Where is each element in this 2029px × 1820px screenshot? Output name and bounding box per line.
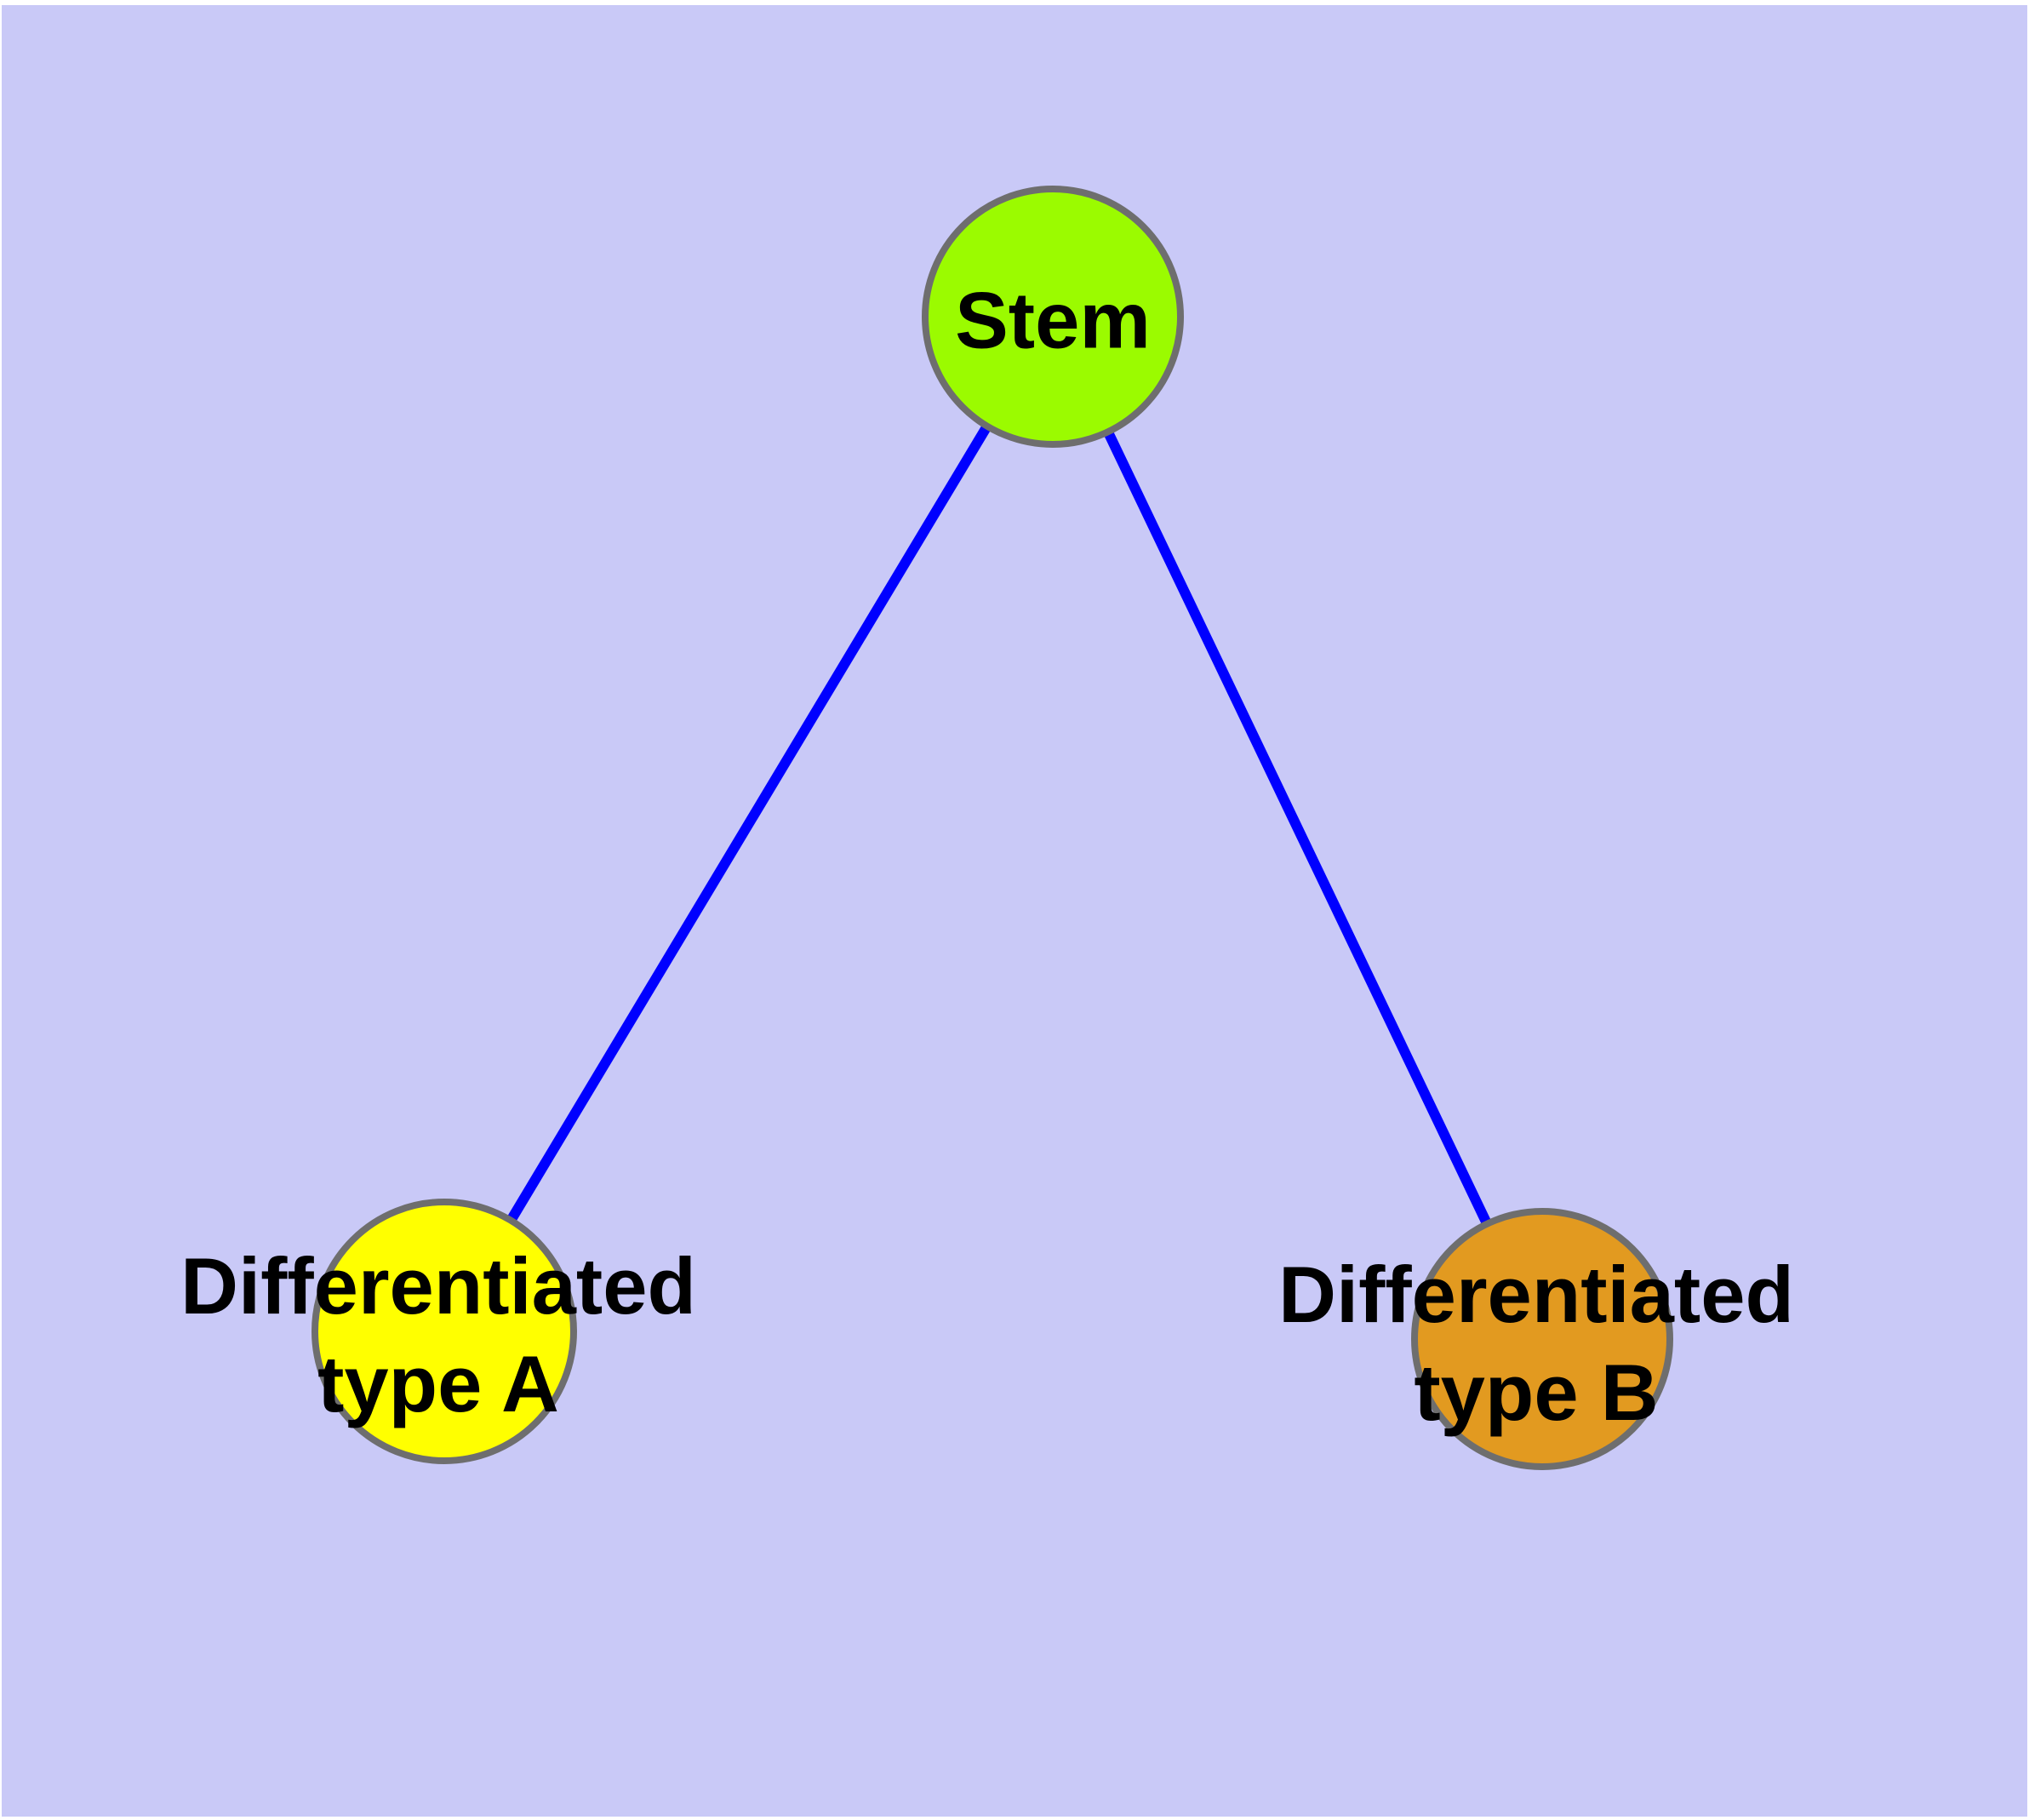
node-type-a-label-line1: Differentiated (180, 1241, 696, 1331)
diagram-canvas: Stem Differentiated type A Differentiate… (2, 5, 2027, 1817)
edge-stem-to-type-a (439, 313, 1058, 1335)
node-type-b-circle (1411, 1208, 1673, 1470)
node-type-a-label: Differentiated type A (180, 1237, 696, 1433)
node-stem-label: Stem (955, 275, 1151, 365)
node-type-a-circle (311, 1199, 577, 1464)
edge-stem-to-type-b (1048, 314, 1547, 1342)
node-type-b-label-line2: type B (1414, 1348, 1659, 1437)
node-type-b-label: Differentiated type B (1278, 1245, 1794, 1441)
node-type-b-label-line1: Differentiated (1278, 1250, 1794, 1339)
node-type-a-label-line2: type A (317, 1339, 559, 1428)
graph-svg (311, 186, 1673, 1470)
node-stem-circle (922, 186, 1184, 448)
